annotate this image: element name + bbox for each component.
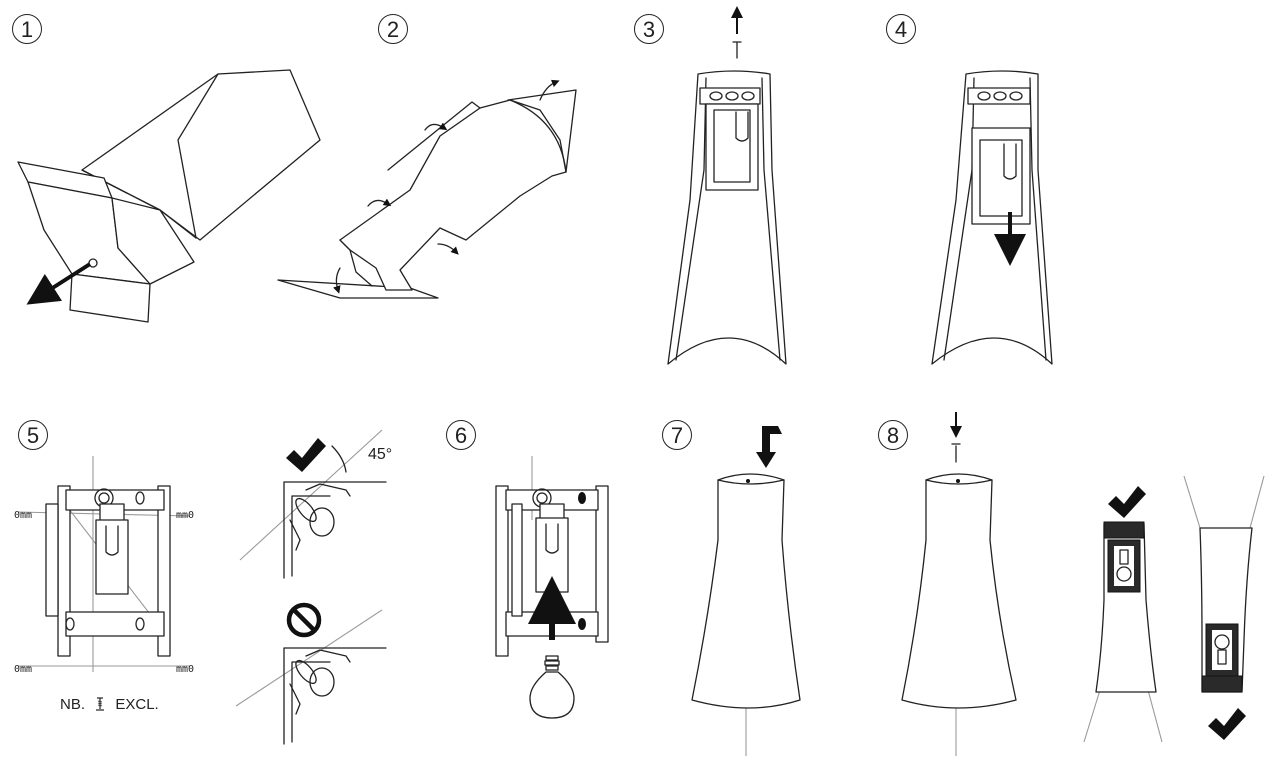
step-number-8: 8 bbox=[878, 420, 908, 450]
step-number-4: 4 bbox=[886, 14, 916, 44]
svg-text:mm0: mm0 bbox=[176, 664, 194, 675]
note-prefix: NB. bbox=[60, 696, 86, 713]
step1-box bbox=[17, 69, 321, 323]
angle-label: 45° bbox=[368, 446, 393, 463]
step-number-6: 6 bbox=[446, 420, 476, 450]
step-number-7: 7 bbox=[662, 420, 692, 450]
step-number-1: 1 bbox=[12, 14, 42, 44]
step7-cover bbox=[691, 426, 801, 756]
step8-cover bbox=[901, 412, 1017, 756]
svg-text:0mm: 0mm bbox=[14, 510, 32, 521]
note-suffix: EXCL. bbox=[115, 696, 159, 713]
step-number-3: 3 bbox=[634, 14, 664, 44]
step5-bracket: 0mm mm0 0mm mm0 bbox=[14, 456, 194, 675]
orientation-correct-up bbox=[1083, 486, 1163, 743]
screw-icon bbox=[95, 697, 105, 711]
step-number-2: 2 bbox=[378, 14, 408, 44]
prohibition-icon bbox=[286, 602, 322, 638]
svg-text:0mm: 0mm bbox=[14, 664, 32, 675]
angle-detail-correct bbox=[239, 429, 387, 579]
step2-unwrap bbox=[277, 79, 577, 299]
svg-text:mm0: mm0 bbox=[176, 510, 194, 521]
step6-bracket-bulb bbox=[495, 456, 609, 719]
orientation-correct-down bbox=[1183, 475, 1265, 740]
step4-lamp bbox=[931, 70, 1053, 365]
note-label: NB. EXCL. bbox=[60, 696, 159, 713]
checkmark-icon bbox=[286, 438, 326, 472]
step3-lamp bbox=[667, 6, 787, 365]
step-number-5: 5 bbox=[18, 420, 48, 450]
angle-detail-wrong bbox=[235, 609, 387, 745]
